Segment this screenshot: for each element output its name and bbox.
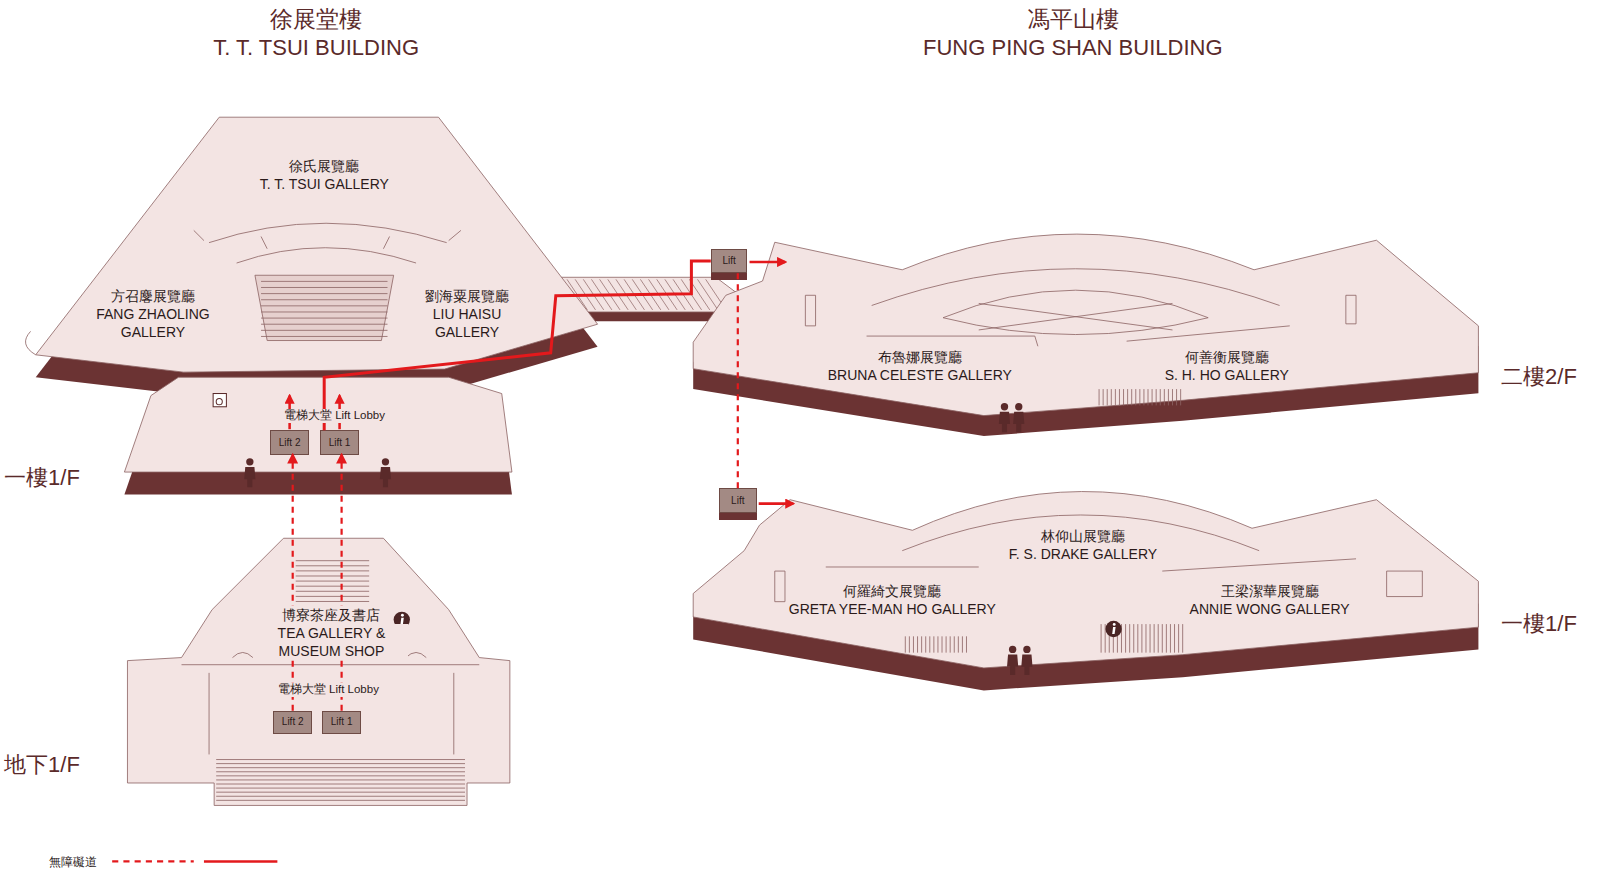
floor-label: 二樓2/F (1501, 364, 1577, 390)
gallery-area: 何善衡展覽廳S. H. HO GALLERY (1115, 348, 1339, 384)
lift-box: Lift (711, 249, 748, 273)
gallery-name: S. H. HO GALLERY (1163, 366, 1291, 384)
drawing-part (1112, 627, 1115, 634)
drawing-part (213, 394, 226, 407)
floor-plate: 一樓1/F Lift 林仰山展覽廳F. S. DRAKE GALLERY 何羅綺文展覽… (683, 464, 1599, 704)
gallery-name: 布魯娜展覽廳 (876, 348, 964, 366)
legend-holder: 無障礙道 (49, 855, 97, 870)
floor-surface (36, 117, 598, 372)
wall-line (806, 269, 1357, 346)
label-holder: 電梯大堂 Lift Lobby (276, 683, 381, 697)
floor-label: 一樓1/F (4, 465, 80, 491)
gallery-name: 劉海粟展覽廳 (423, 287, 511, 305)
lift-label: Lift 1 (329, 437, 351, 449)
floor-plate: 一樓1/F 徐氏展覽廳T. T. TSUI GALLERY 方召麐展覽廳FANG Z… (0, 107, 612, 515)
gallery-name: T. T. TSUI GALLERY (258, 175, 391, 193)
lobby-label: 電梯大堂 Lift Lobby (282, 409, 387, 423)
gallery-name: 王梁潔華展覽廳 (1219, 582, 1321, 600)
wall-line (216, 760, 465, 801)
floor-label-holder: 一樓1/F (4, 465, 80, 491)
legend-sample-solid (204, 860, 277, 863)
building-heading: 徐展堂樓 (270, 6, 362, 34)
wall-line (1101, 624, 1183, 653)
floor-label: 一樓1/F (1501, 611, 1577, 637)
building-heading: T. T. TSUI BUILDING (213, 35, 419, 61)
gallery-name: 方召麐展覽廳 (109, 287, 197, 305)
lift-box: Lift 1 (322, 711, 361, 734)
drawing-part (1105, 621, 1121, 637)
gallery-name: FANG ZHAOLING GALLERY (87, 305, 220, 341)
gallery-area: 何羅綺文展覽廳GRETA YEE-MAN HO GALLERY (760, 582, 1025, 618)
gallery-name: 林仰山展覽廳 (1039, 527, 1127, 545)
floor-plate: 地下1/F 博寮茶座及書店TEA GALLERY & MUSEUM SHOP Lif… (0, 525, 530, 816)
wall-line (261, 281, 387, 336)
lift-label: Lift 2 (282, 716, 304, 728)
exit-arrow (759, 502, 794, 505)
gallery-name: F. S. DRAKE GALLERY (1007, 545, 1159, 563)
floor-label: 地下1/F (4, 752, 80, 778)
building-heading: FUNG PING SHAN BUILDING (923, 35, 1222, 61)
drawing-part (401, 614, 404, 617)
label-holder: FUNG PING SHAN BUILDING (923, 35, 1222, 61)
wall-line (1099, 390, 1181, 406)
wall-line (906, 636, 967, 652)
floor-plate: 二樓2/F Lift 布魯娜展覽廳BRUNA CELESTE GALLERY 何善衡展… (683, 229, 1599, 458)
lift-label: Lift (722, 255, 735, 267)
floor-outline (683, 464, 1599, 704)
floor-outline (683, 229, 1599, 458)
floor-label-holder: 地下1/F (4, 752, 80, 778)
floor-surface (124, 377, 512, 472)
gallery-name: 徐氏展覽廳 (287, 157, 361, 175)
gallery-area: 布魯娜展覽廳BRUNA CELESTE GALLERY (787, 348, 1052, 384)
lift-box: Lift (719, 488, 757, 512)
wall-line (296, 561, 369, 602)
gallery-area: 劉海粟展覽廳LIU HAISU GALLERY (416, 287, 518, 341)
wall-line (182, 653, 480, 755)
lobby-label: 電梯大堂 Lift Lobby (276, 683, 381, 697)
gallery-name: 何羅綺文展覽廳 (841, 582, 943, 600)
drawing-part (216, 399, 222, 405)
gallery-name: TEA GALLERY & MUSEUM SHOP (255, 624, 408, 660)
label-holder: T. T. TSUI BUILDING (213, 35, 419, 61)
building-heading: 馮平山樓 (1027, 6, 1119, 34)
gallery-name: 何善衡展覽廳 (1183, 348, 1271, 366)
gallery-name: LIU HAISU GALLERY (416, 305, 518, 341)
lift-box: Lift 1 (320, 430, 359, 454)
wheelchair-icon (213, 394, 226, 407)
floor-surface (693, 492, 1478, 668)
gallery-area: 方召麐展覽廳FANG ZHAOLING GALLERY (87, 287, 220, 341)
legend-sample-dashed (112, 860, 194, 862)
floor-label-holder: 二樓2/F (1501, 364, 1577, 390)
lift-label: Lift 1 (331, 716, 353, 728)
lift-label: Lift (731, 495, 744, 507)
wall-line (26, 223, 461, 355)
lift-label: Lift 2 (279, 437, 301, 449)
label-holder: 馮平山樓 (1027, 6, 1119, 34)
info-icon (1105, 621, 1121, 637)
shop-area: 博寮茶座及書店TEA GALLERY & MUSEUM SHOP (255, 606, 408, 660)
label-holder: 電梯大堂 Lift Lobby (282, 409, 387, 423)
gallery-name: 博寮茶座及書店 (280, 606, 382, 624)
floor-surface (127, 538, 509, 805)
gallery-name: GRETA YEE-MAN HO GALLERY (787, 600, 998, 618)
lift-box: Lift 2 (270, 430, 309, 454)
floor-label-holder: 一樓1/F (1501, 611, 1577, 637)
drawing-part (1113, 623, 1116, 626)
wall-line (775, 515, 1423, 602)
legend-text: 無障礙道 (49, 855, 97, 870)
stairs (255, 275, 394, 340)
gallery-area: 林仰山展覽廳F. S. DRAKE GALLERY (961, 527, 1206, 563)
gallery-name: ANNIE WONG GALLERY (1188, 600, 1352, 618)
exit-arrow (750, 261, 786, 264)
gallery-area: 徐氏展覽廳T. T. TSUI GALLERY (212, 157, 436, 193)
floor-surface (693, 235, 1478, 417)
gallery-area: 王梁潔華展覽廳ANNIE WONG GALLERY (1147, 582, 1392, 618)
lift-box: Lift 2 (273, 711, 312, 734)
gallery-name: BRUNA CELESTE GALLERY (826, 366, 1014, 384)
label-holder: 徐展堂樓 (270, 6, 362, 34)
